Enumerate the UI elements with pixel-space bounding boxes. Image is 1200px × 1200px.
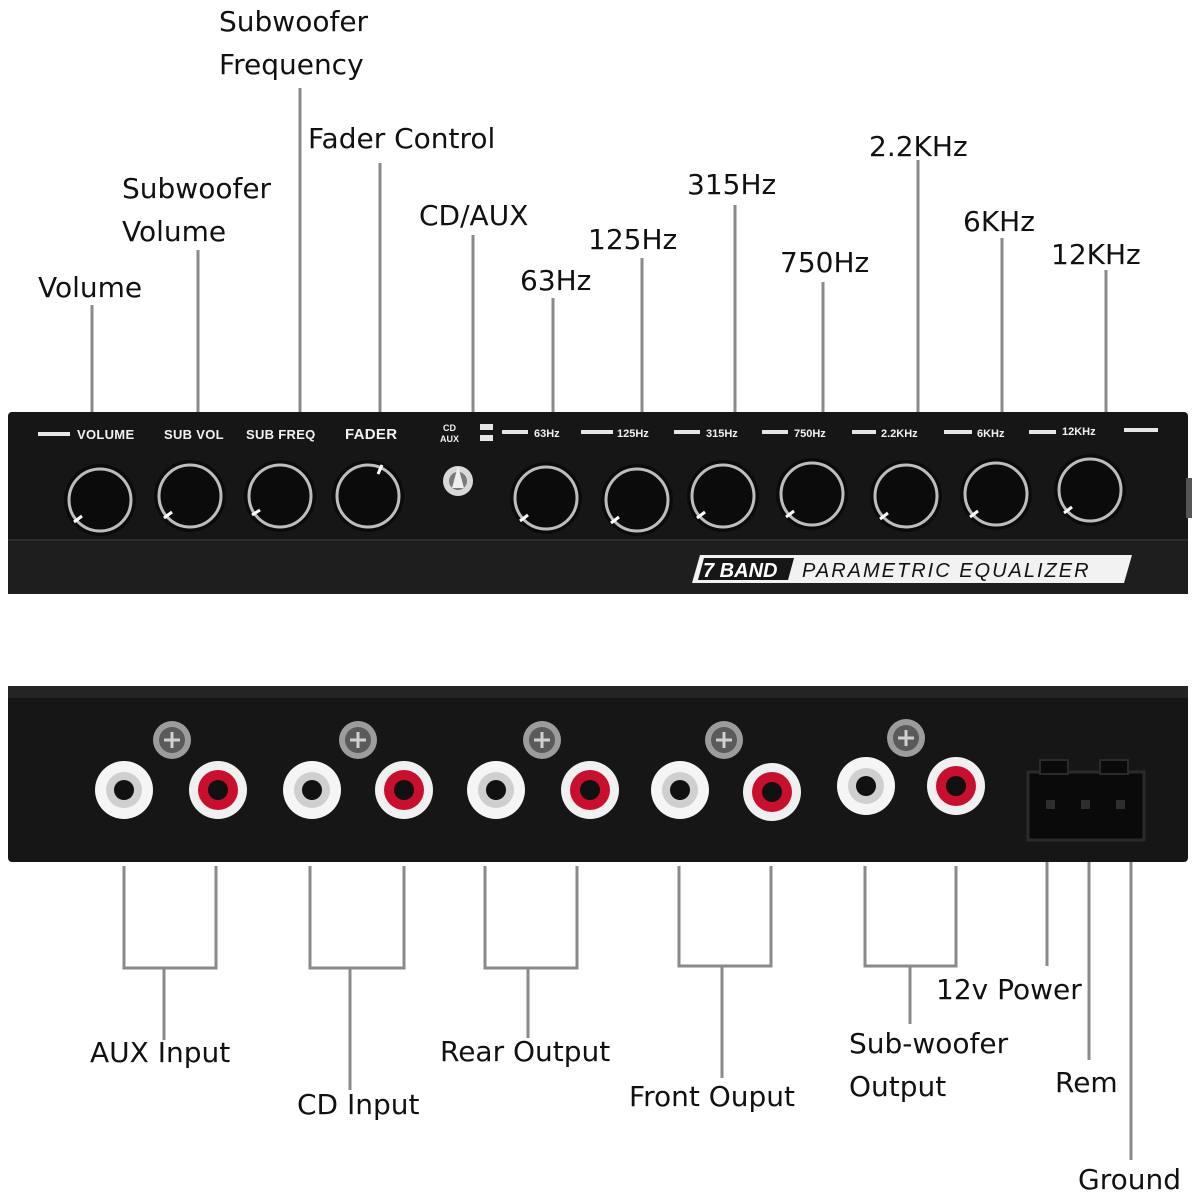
callout-sub-volume-line1: Subwoofer bbox=[122, 172, 272, 205]
panel-label-125hz: 125Hz bbox=[617, 428, 649, 440]
callout-63hz: 63Hz bbox=[520, 264, 591, 297]
callout-sub-volume-line2: Volume bbox=[122, 215, 226, 248]
panel-label-fader: FADER bbox=[345, 426, 397, 443]
rca-red-front[interactable] bbox=[743, 763, 801, 821]
callout-sub-freq-line2: Frequency bbox=[219, 48, 364, 81]
panel-label-2-2khz: 2.2KHz bbox=[881, 428, 918, 440]
panel-label-12khz: 12KHz bbox=[1062, 426, 1096, 438]
callout-front-output: Front Ouput bbox=[629, 1080, 795, 1113]
side-jack bbox=[1186, 478, 1192, 518]
bracket-rear bbox=[483, 866, 579, 970]
screw-icon bbox=[339, 721, 377, 759]
knob-6khz[interactable] bbox=[960, 458, 1032, 530]
callout-cd-input: CD Input bbox=[297, 1088, 420, 1121]
rca-red-cd[interactable] bbox=[375, 761, 433, 819]
callout-rem: Rem bbox=[1055, 1066, 1118, 1099]
rca-white-aux[interactable] bbox=[95, 761, 153, 819]
callout-125hz: 125Hz bbox=[588, 223, 677, 256]
bracket-front bbox=[677, 866, 773, 968]
rear-panel bbox=[8, 686, 1188, 862]
rca-white-front[interactable] bbox=[651, 761, 709, 819]
callout-12khz: 12KHz bbox=[1051, 238, 1141, 271]
rca-red-sub[interactable] bbox=[927, 757, 985, 815]
rear-leader-lines bbox=[122, 862, 1133, 1160]
callout-315hz: 315Hz bbox=[687, 168, 776, 201]
rca-white-sub[interactable] bbox=[837, 757, 895, 815]
callout-ground: Ground bbox=[1078, 1163, 1181, 1196]
knob-125hz[interactable] bbox=[601, 464, 673, 536]
front-leader-lines bbox=[90, 88, 1108, 412]
callout-6khz: 6KHz bbox=[963, 205, 1035, 238]
front-panel: VOLUME SUB VOL SUB FREQ FADER CD AUX 63H… bbox=[8, 412, 1192, 594]
callout-fader: Fader Control bbox=[308, 122, 495, 155]
power-connector[interactable] bbox=[1026, 759, 1146, 842]
brand-badge: 7 BAND PARAMETRIC EQUALIZER bbox=[692, 555, 1132, 583]
brand-parametric-equalizer: PARAMETRIC EQUALIZER bbox=[802, 560, 1091, 582]
knob-sub-freq[interactable] bbox=[244, 460, 316, 532]
knob-12khz[interactable] bbox=[1054, 454, 1126, 526]
brand-7-band: 7 BAND bbox=[703, 560, 777, 582]
callout-volume: Volume bbox=[38, 271, 142, 304]
bracket-cd bbox=[308, 866, 406, 970]
callout-sub-output-line2: Output bbox=[849, 1070, 946, 1103]
cd-aux-switch-indicator-bottom bbox=[480, 435, 493, 441]
callout-750hz: 750Hz bbox=[780, 246, 869, 279]
front-callouts: Volume Subwoofer Volume Subwoofer Freque… bbox=[38, 5, 1141, 304]
callout-cd-aux: CD/AUX bbox=[419, 199, 528, 232]
bracket-aux bbox=[122, 866, 218, 970]
screw-icon bbox=[153, 721, 191, 759]
callout-sub-freq-line1: Subwoofer bbox=[219, 5, 369, 38]
callout-rear-output: Rear Output bbox=[440, 1035, 610, 1068]
bracket-sub bbox=[863, 866, 958, 968]
panel-label-aux: AUX bbox=[440, 434, 459, 444]
panel-label-sub-vol: SUB VOL bbox=[164, 427, 224, 442]
screw-icon bbox=[887, 719, 925, 757]
panel-label-volume: VOLUME bbox=[77, 427, 134, 442]
knob-fader[interactable] bbox=[332, 460, 404, 532]
rear-callouts: AUX Input CD Input Rear Output Front Oup… bbox=[90, 973, 1181, 1196]
rca-red-rear[interactable] bbox=[561, 761, 619, 819]
panel-label-6khz: 6KHz bbox=[977, 428, 1005, 440]
callout-sub-output-line1: Sub-woofer bbox=[849, 1027, 1009, 1060]
callout-2-2khz: 2.2KHz bbox=[869, 130, 968, 163]
screw-icon bbox=[705, 721, 743, 759]
rca-white-rear[interactable] bbox=[467, 761, 525, 819]
knob-2-2khz[interactable] bbox=[870, 460, 942, 532]
rca-white-cd[interactable] bbox=[283, 761, 341, 819]
callout-aux-input: AUX Input bbox=[90, 1036, 230, 1069]
cd-aux-switch-indicator-top bbox=[480, 424, 493, 430]
knob-sub-vol[interactable] bbox=[154, 460, 226, 532]
knob-750hz[interactable] bbox=[776, 458, 848, 530]
panel-label-sub-freq: SUB FREQ bbox=[246, 427, 316, 442]
panel-label-750hz: 750Hz bbox=[794, 428, 826, 440]
callout-12v-power: 12v Power bbox=[936, 973, 1082, 1006]
knob-volume[interactable] bbox=[64, 464, 136, 536]
rca-red-aux[interactable] bbox=[189, 761, 247, 819]
knob-315hz[interactable] bbox=[687, 460, 759, 532]
panel-label-cd: CD bbox=[443, 423, 456, 433]
knob-63hz[interactable] bbox=[510, 462, 582, 534]
screw-icon bbox=[523, 721, 561, 759]
panel-label-315hz: 315Hz bbox=[706, 428, 738, 440]
cd-aux-toggle-switch[interactable] bbox=[443, 466, 473, 496]
panel-label-63hz: 63Hz bbox=[534, 428, 560, 440]
